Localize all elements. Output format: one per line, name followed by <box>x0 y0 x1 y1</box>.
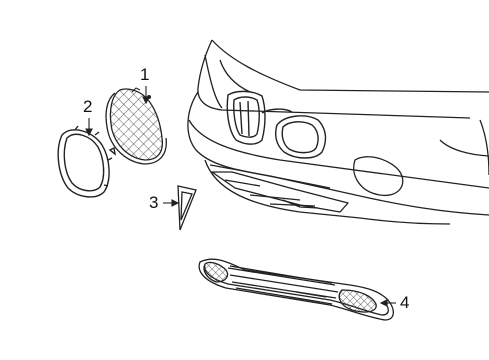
callout-2: 2 <box>83 97 93 116</box>
leader-lines <box>85 86 396 307</box>
lower-grille <box>198 258 394 321</box>
grille-insert-mesh <box>105 87 167 165</box>
callout-1: 1 <box>140 65 150 84</box>
callout-4: 4 <box>400 293 410 312</box>
grille-surround-bezel <box>57 125 116 198</box>
callout-3: 3 <box>149 193 159 212</box>
front-fascia <box>187 39 489 225</box>
vehicle-kidney-grilles <box>226 90 327 159</box>
emblem <box>177 185 197 231</box>
